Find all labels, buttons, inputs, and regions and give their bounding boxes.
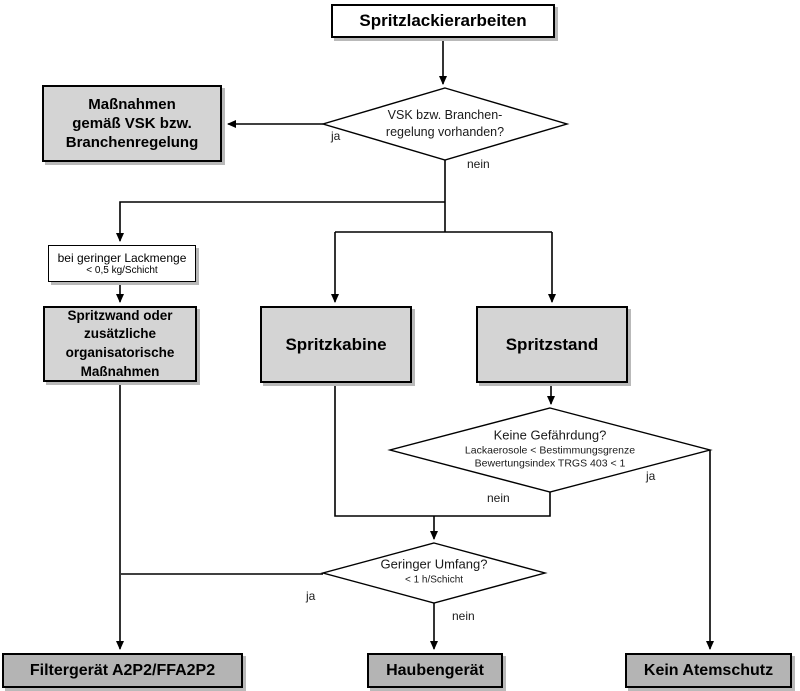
edge-spritzkabine-down <box>334 383 434 517</box>
node-massnahmen: Maßnahmen gemäß VSK bzw. Branchenregelun… <box>42 85 222 162</box>
decision-vsk-shape <box>320 87 570 161</box>
node-spritzwand: Spritzwand oder zusätzliche organisatori… <box>43 306 197 382</box>
node-massnahmen-line1: Maßnahmen <box>88 95 176 113</box>
decision-umfang-title: Geringer Umfang? <box>380 556 488 572</box>
node-lackmenge-line2: < 0,5 kg/Schicht <box>86 265 158 276</box>
decision-vsk-line1: VSK bzw. Branchen- <box>387 108 503 123</box>
node-filtergeraet: Filtergerät A2P2/FFA2P2 <box>2 653 243 688</box>
decision-vsk-line2: regelung vorhanden? <box>385 125 505 139</box>
decision-umfang-sub1: < 1 h/Schicht <box>404 574 464 586</box>
node-spritzwand-line1: Spritzwand oder <box>67 307 173 323</box>
node-haubengeraet: Haubengerät <box>367 653 503 688</box>
node-kein-atemschutz: Kein Atemschutz <box>625 653 792 688</box>
node-lackmenge: bei geringer Lackmenge < 0,5 kg/Schicht <box>48 245 196 282</box>
edge-branch-to-lackmenge <box>116 201 445 242</box>
label-vsk-ja: ja <box>331 129 341 143</box>
decision-gefaehrdung-shape <box>387 407 713 493</box>
edge-gefaehrdung-nein <box>434 492 551 517</box>
node-spritzkabine: Spritzkabine <box>260 306 412 383</box>
node-massnahmen-line2: gemäß VSK bzw. <box>72 114 192 132</box>
label-umfang-nein: nein <box>452 609 475 623</box>
node-start: Spritzlackierarbeiten <box>331 4 555 38</box>
decision-gefaehrdung-title: Keine Gefährdung? <box>493 427 607 443</box>
decision-vsk-text: VSK bzw. Branchen- regelung vorhanden? <box>386 107 504 141</box>
node-spritzwand-line3: organisatorische <box>65 345 175 360</box>
decision-gefaehrdung-sub1: Lackaerosole < Bestimmungsgrenze <box>464 444 636 457</box>
decision-gefaehrdung-text: Keine Gefährdung? Lackaerosole < Bestimm… <box>465 427 635 472</box>
node-spritzwand-line2: zusätzliche <box>83 326 157 342</box>
node-spritzstand: Spritzstand <box>476 306 628 383</box>
label-umfang-ja: ja <box>306 589 316 603</box>
label-gefaehrdung-ja: ja <box>646 469 656 483</box>
node-lackmenge-line1: bei geringer Lackmenge <box>57 251 187 265</box>
node-spritzwand-line4: Maßnahmen <box>80 363 160 379</box>
label-gefaehrdung-nein: nein <box>487 491 510 505</box>
decision-gefaehrdung-sub2: Bewertungsindex TRGS 403 < 1 <box>474 457 626 470</box>
node-massnahmen-line3: Branchenregelung <box>65 134 199 152</box>
decision-umfang-text: Geringer Umfang? < 1 h/Schicht <box>381 556 488 587</box>
decision-umfang-shape <box>320 542 548 604</box>
label-vsk-nein: nein <box>467 157 490 171</box>
